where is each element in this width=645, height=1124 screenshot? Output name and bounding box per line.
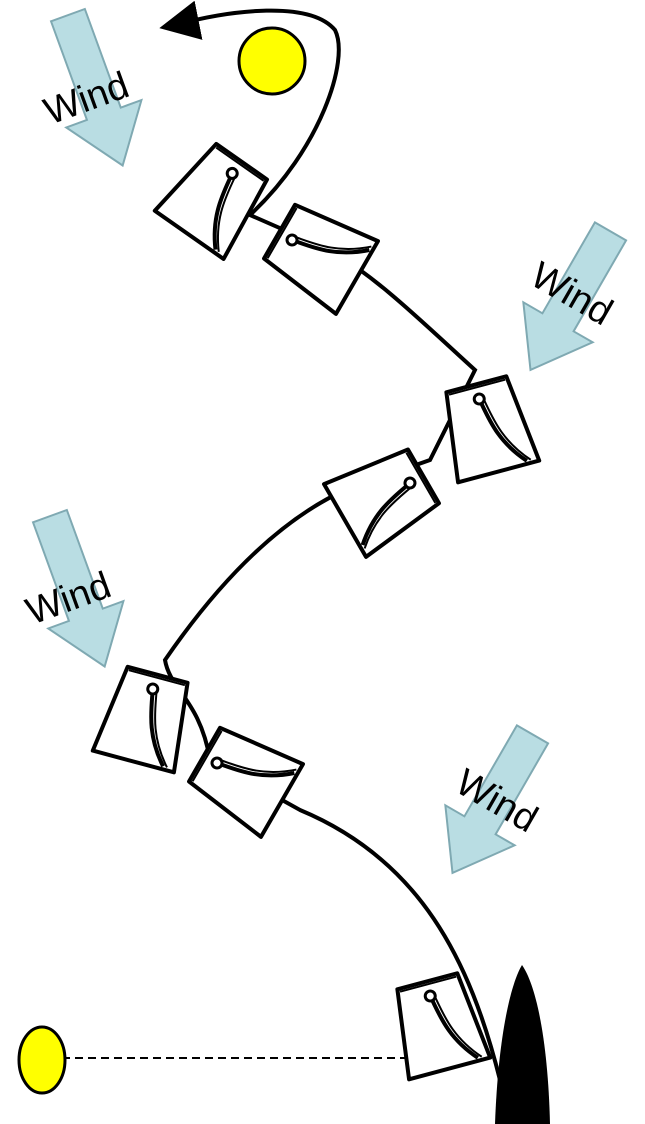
sailboat-icon (383, 968, 493, 1082)
sailboat-icon (256, 194, 380, 316)
wind-arrow-icon (444, 724, 550, 875)
sailboat-icon (90, 661, 200, 775)
sailboat-icon (181, 717, 305, 839)
wind-arrow-icon (49, 7, 143, 168)
sailboat-icon (322, 437, 446, 559)
pin-mark-buoy-icon (17, 1025, 67, 1095)
rounding-arrow-icon (159, 0, 203, 40)
wind-arrow-icon (522, 221, 628, 372)
wind-arrow-icon (31, 508, 125, 669)
windward-mark-buoy-icon (237, 26, 307, 96)
committee-boat-icon (495, 965, 550, 1124)
sailboat-icon (152, 135, 278, 261)
sailboat-icon (432, 371, 542, 485)
